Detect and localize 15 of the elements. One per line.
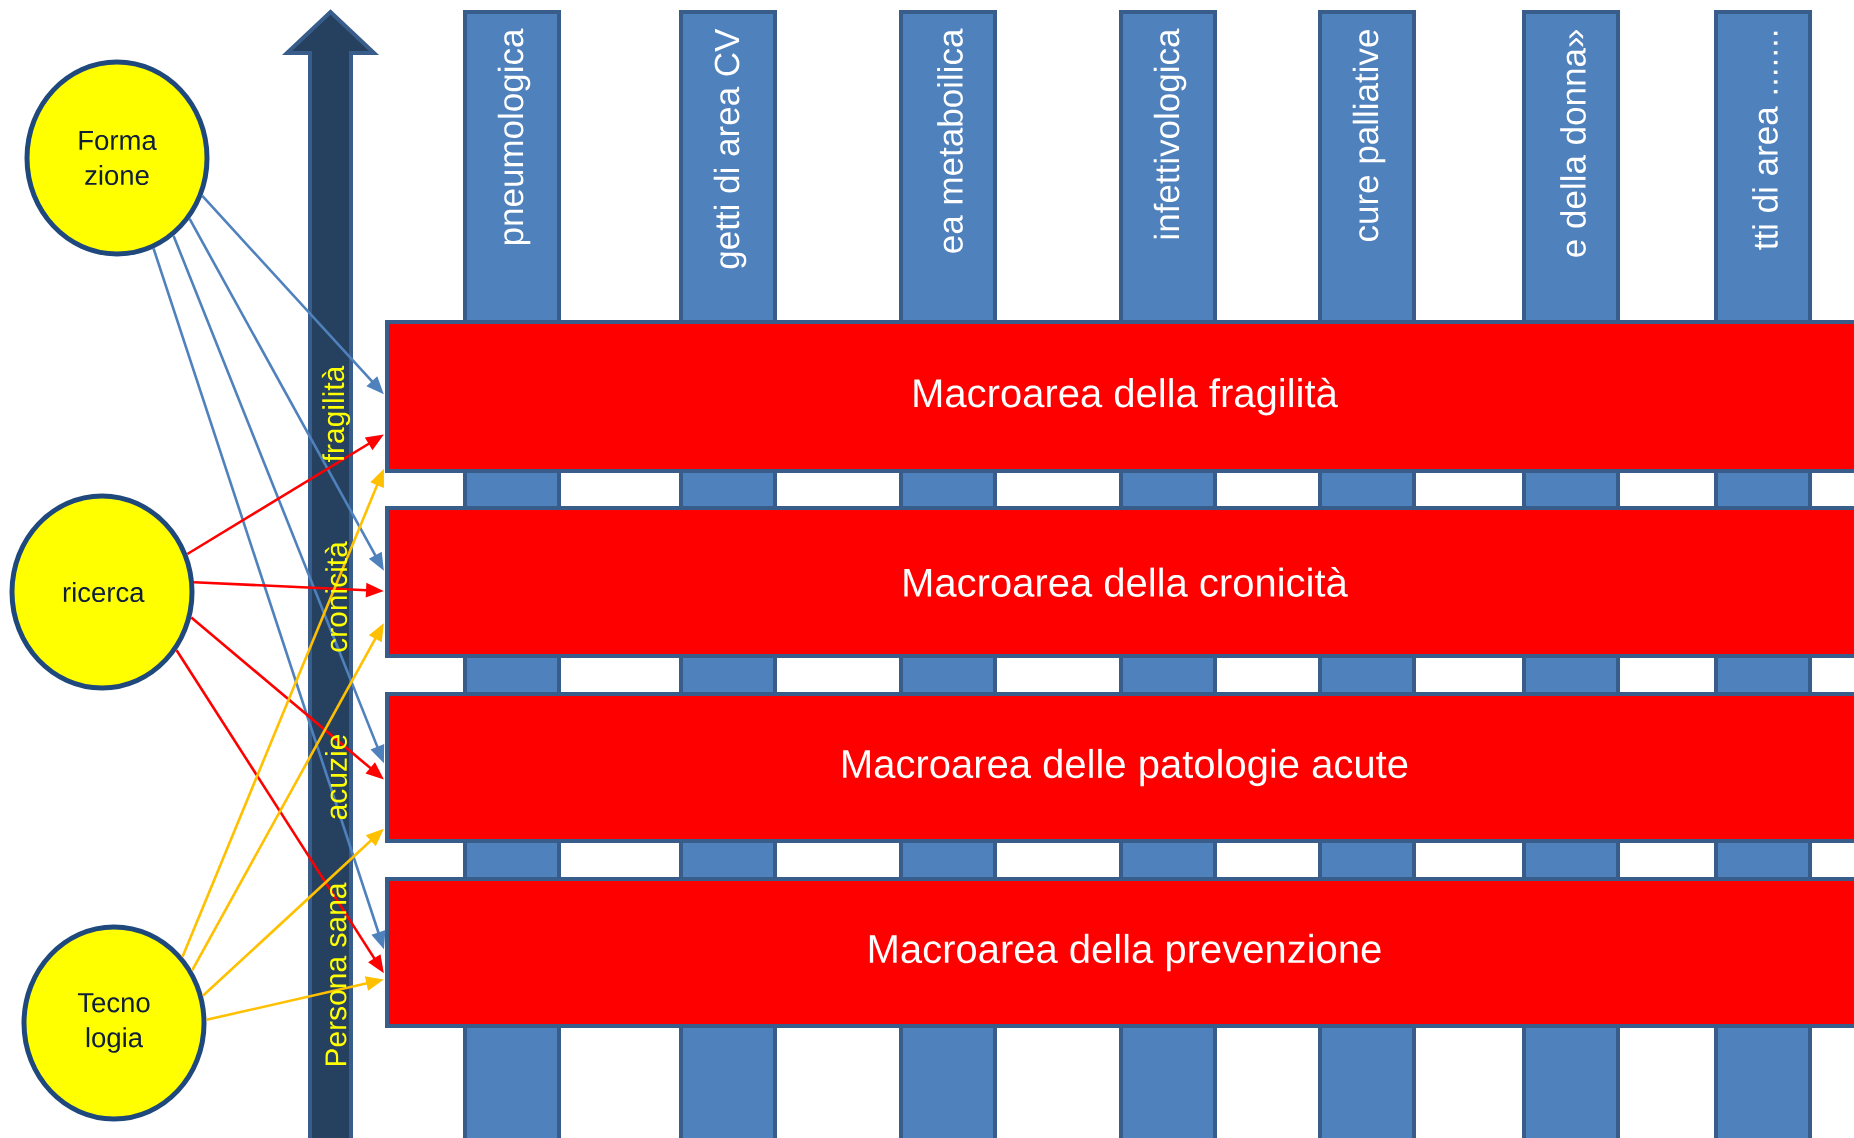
vertical-bar: getti di area CV [679,10,777,326]
macroarea-band: Macroarea della fragilità [385,320,1854,473]
axis-label: acuzie [325,735,347,820]
vertical-bar: cure palliative [1318,10,1416,326]
vertical-bar: tti di area ....... [1714,10,1812,326]
vertical-bar: ea metaboilica [899,10,997,326]
axis-label: fragilità [321,365,351,462]
vertical-bar: e della donna» [1522,10,1620,326]
vertical-bar: pneumologica [463,10,561,326]
macroarea-band: Macroarea della prevenzione [385,877,1854,1028]
vertical-bar: infettivologica [1119,10,1217,326]
axis-label: Persona sana [325,882,347,1066]
macroarea-band: Macroarea della cronicità [385,506,1854,658]
macroarea-band: Macroarea delle patologie acute [385,692,1854,843]
axis-label: cronicità [324,541,348,652]
